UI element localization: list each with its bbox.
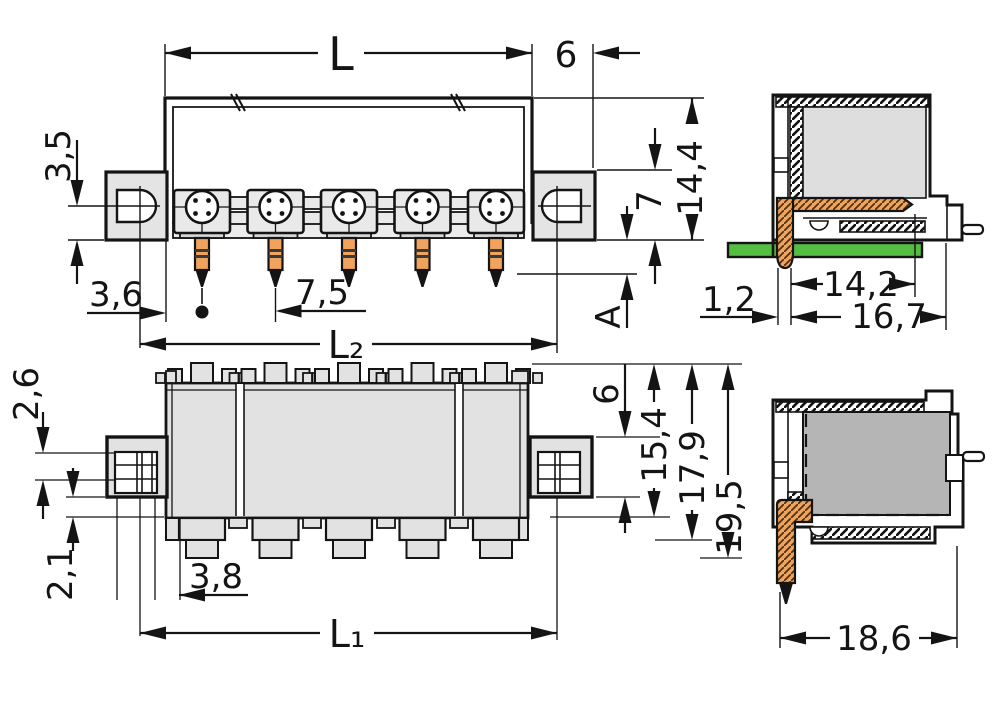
pin1-marker (195, 288, 209, 319)
solder-pin-bent (775, 196, 914, 270)
dimensions-bottom: 2,6 2,1 3,8 L₁ 6 15,4 17,9 19,5 (7, 363, 750, 656)
front-view: L 6 3,5 3,6 7,5 L₂ A 7 14,4 (39, 27, 711, 367)
pole (466, 188, 526, 289)
dim-label-L: L (328, 27, 354, 81)
flange-bottom-right (528, 435, 594, 499)
threaded-insert (113, 450, 159, 495)
housing-section-plugged (771, 389, 986, 545)
contact-pin-stub (960, 223, 985, 236)
dim-label-flange-width: 6 (555, 35, 578, 76)
dim-label-3-6: 3,6 (89, 275, 143, 315)
body (164, 381, 530, 520)
serrated-edge (155, 362, 543, 384)
latch (773, 461, 789, 479)
dim-label-18-6: 18,6 (836, 619, 912, 659)
dim-label-16-7: 16,7 (851, 297, 927, 337)
contact-pin-stub (961, 450, 986, 463)
dim-label-2-1: 2,1 (41, 547, 81, 601)
side-view-top: 1,2 14,2 16,7 (700, 93, 985, 337)
latch (773, 157, 789, 173)
dim-label-3-8: 3,8 (189, 557, 243, 597)
solder-pin-bent (775, 498, 814, 604)
dim-label-L1: L₁ (329, 612, 365, 656)
dimensions-side-top: 1,2 14,2 16,7 (700, 214, 947, 337)
side-view-bottom: 18,6 (771, 389, 986, 659)
dim-label-7: 7 (630, 190, 670, 212)
pole (172, 188, 232, 289)
dim-label-L2: L₂ (328, 323, 364, 367)
threaded-insert (536, 450, 582, 495)
break-marks (230, 93, 466, 112)
dim-label-3-5: 3,5 (39, 129, 79, 183)
dim-label-2-6: 2,6 (7, 367, 47, 421)
dim-label-17-9: 17,9 (673, 430, 713, 506)
dim-label-1-2: 1,2 (702, 280, 756, 320)
dim-label-15-4: 15,4 (635, 407, 675, 483)
dim-label-A: A (589, 305, 629, 328)
dim-label-14-2: 14,2 (823, 265, 899, 305)
bottom-row (165, 516, 529, 560)
dim-label-19-5: 19,5 (710, 479, 750, 555)
dim-label-flange-depth: 6 (587, 383, 627, 405)
bottom-view: 2,6 2,1 3,8 L₁ 6 15,4 17,9 19,5 (7, 362, 750, 656)
dimensions-front: L 6 3,5 3,6 7,5 L₂ A 7 14,4 (39, 27, 711, 367)
mounting-flange-left (68, 170, 169, 348)
mounting-flange-right (531, 170, 597, 353)
pole (393, 188, 452, 289)
dim-label-7-5: 7,5 (295, 273, 349, 313)
mating-connector (802, 411, 951, 516)
dim-label-14-4: 14,4 (671, 140, 711, 216)
housing-section (771, 93, 985, 258)
cavity (802, 106, 927, 199)
dimensions-side-bottom: 18,6 (779, 546, 958, 659)
pcb (726, 241, 924, 259)
flange-bottom-left (105, 435, 169, 499)
unit-separators (235, 384, 464, 516)
